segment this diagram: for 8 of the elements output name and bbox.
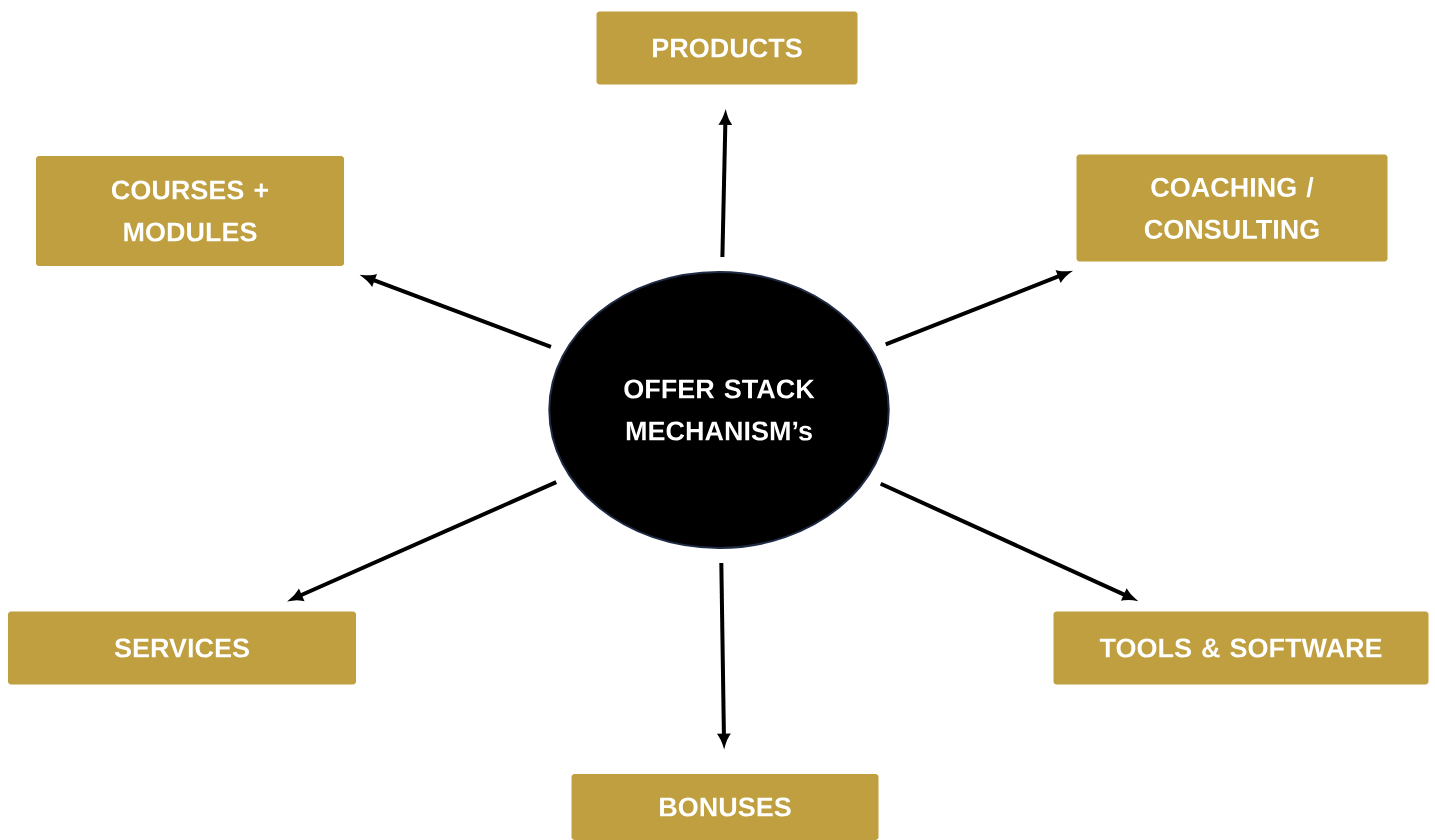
arrow [290,480,558,601]
category-box: COURSES + MODULES [36,156,344,266]
category-box: PRODUCTS [596,11,858,85]
category-box: TOOLS & SOFTWARE [1053,611,1429,685]
category-box: BONUSES [571,774,879,840]
arrow [885,270,1070,347]
category-box: SERVICES [8,611,356,685]
category-box: COACHING / CONSULTING [1076,154,1388,262]
